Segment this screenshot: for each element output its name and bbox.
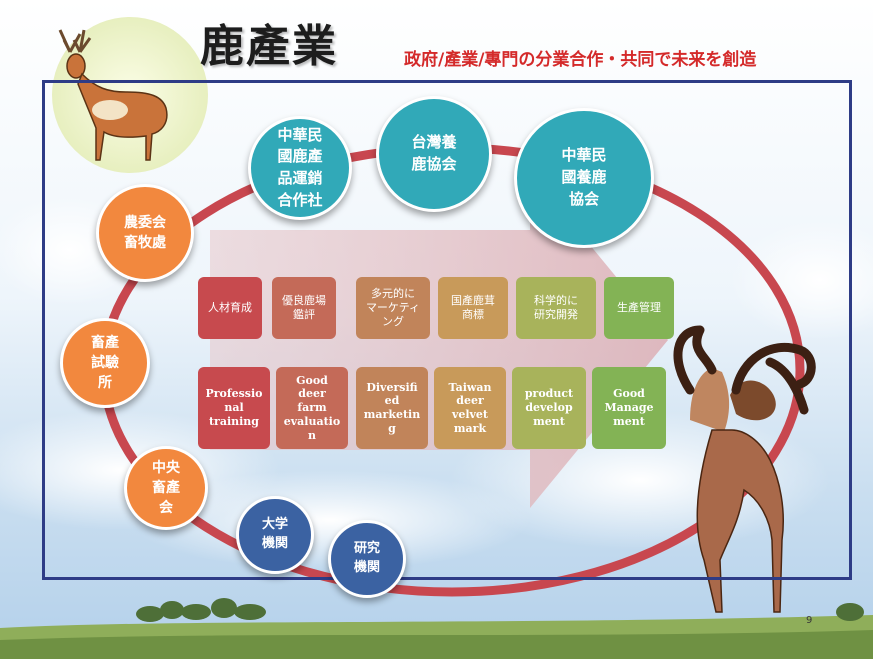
elk-illustration bbox=[673, 325, 816, 613]
org-roc-deer-farming-association: 中華民 國養鹿 協会 bbox=[514, 108, 654, 248]
activity-en-training: Professio nal training bbox=[198, 367, 270, 449]
org-agriculture-council: 農委会 畜牧處 bbox=[96, 184, 194, 282]
activity-en-velvet-mark: Taiwan deer velvet mark bbox=[434, 367, 506, 449]
activity-jp-training: 人材育成 bbox=[198, 277, 262, 339]
page-title: 鹿產業 bbox=[200, 21, 338, 72]
activity-jp-velvet-trademark: 国產鹿茸 商標 bbox=[438, 277, 508, 339]
activity-jp-farm-evaluation: 優良鹿場 鑑評 bbox=[272, 277, 336, 339]
org-universities: 大学 機関 bbox=[236, 496, 314, 574]
activity-en-marketing: Diversifi ed marketin g bbox=[356, 367, 428, 449]
page-number: 9 bbox=[806, 615, 813, 626]
activity-en-good-management: Good Manage ment bbox=[592, 367, 666, 449]
org-livestock-research-institute: 畜產 試驗 所 bbox=[60, 318, 150, 408]
org-taiwan-deer-farming-association: 台灣養 鹿協会 bbox=[376, 96, 492, 212]
deer-illustration bbox=[58, 29, 168, 161]
org-central-livestock-association: 中央 畜產 会 bbox=[124, 446, 208, 530]
activity-en-farm-evaluation: Good deer farm evaluatio n bbox=[276, 367, 348, 449]
activity-jp-marketing: 多元的に マーケティ ング bbox=[356, 277, 430, 339]
org-research-institutions: 研究 機関 bbox=[328, 520, 406, 598]
org-deer-product-cooperative: 中華民 國鹿產 品運銷 合作社 bbox=[248, 116, 352, 220]
activity-en-product-development: product develop ment bbox=[512, 367, 586, 449]
page-subtitle: 政府/產業/專門の分業合作・共同で未来を創造 bbox=[404, 50, 757, 70]
slide-frame bbox=[42, 80, 852, 580]
activity-jp-production-management: 生產管理 bbox=[604, 277, 674, 339]
activity-jp-research: 科学的に 研究開発 bbox=[516, 277, 596, 339]
